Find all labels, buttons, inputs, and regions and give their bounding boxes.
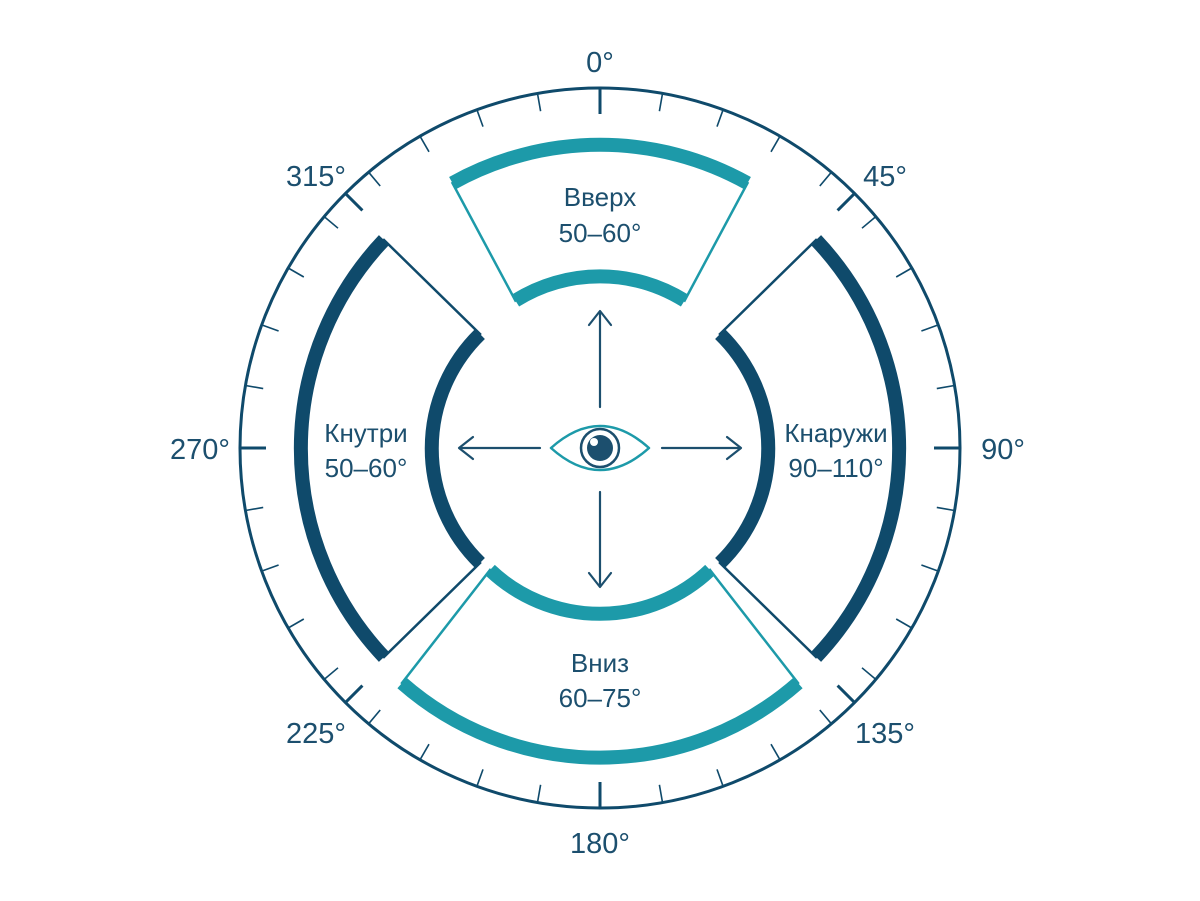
sector-in-outer-arc bbox=[293, 235, 390, 662]
degree-label-180: 180° bbox=[570, 828, 630, 860]
sector-up-range: 50–60° bbox=[559, 218, 642, 248]
dial-tick bbox=[536, 93, 542, 112]
degree-label-90: 90° bbox=[981, 434, 1025, 466]
sector-out-name: Кнаружи bbox=[784, 418, 887, 448]
sector-out-range: 90–110° bbox=[788, 453, 883, 483]
dial-tick-diagonal bbox=[344, 684, 364, 704]
dial-tick bbox=[287, 267, 305, 278]
dial-tick bbox=[895, 267, 913, 278]
dial-tick bbox=[261, 564, 279, 572]
dial-tick bbox=[895, 618, 913, 629]
dial-tick bbox=[287, 618, 305, 629]
arrow-down-icon bbox=[587, 490, 613, 589]
dial-tick bbox=[323, 667, 339, 681]
dial-tick-diagonal bbox=[344, 192, 364, 212]
dial-tick bbox=[861, 667, 877, 681]
dial-tick bbox=[716, 769, 724, 787]
dial-tick-diagonal bbox=[836, 684, 856, 704]
dial-tick bbox=[476, 109, 484, 127]
sector-out-outer-arc bbox=[810, 235, 907, 662]
dial-tick bbox=[936, 506, 955, 512]
degree-label-0: 0° bbox=[586, 47, 614, 79]
degree-label-135: 135° bbox=[855, 718, 915, 750]
sector-in-inner-arc bbox=[424, 328, 485, 569]
sector-down-range: 60–75° bbox=[559, 683, 642, 713]
dial-tick bbox=[245, 506, 264, 512]
degree-label-270: 270° bbox=[170, 434, 230, 466]
dial-tick bbox=[367, 171, 381, 187]
sector-down-outer-arc bbox=[397, 677, 803, 765]
dial-tick bbox=[476, 769, 484, 787]
dial-tick bbox=[658, 93, 664, 112]
sector-in: Кнутри 50–60° bbox=[293, 235, 485, 662]
dial-ticks bbox=[240, 88, 960, 808]
sector-out: Кнаружи 90–110° bbox=[715, 235, 907, 662]
sector-up-inner-arc bbox=[511, 269, 689, 307]
dial-tick bbox=[936, 384, 955, 390]
dial-tick bbox=[770, 743, 781, 761]
sector-out-inner-arc bbox=[715, 328, 776, 569]
sector-in-name: Кнутри bbox=[324, 418, 407, 448]
dial-tick bbox=[921, 564, 939, 572]
dial-tick bbox=[323, 215, 339, 229]
sector-in-range: 50–60° bbox=[325, 453, 408, 483]
arrow-left-icon bbox=[457, 435, 542, 461]
dial-tick bbox=[819, 171, 833, 187]
degree-label-315: 315° bbox=[286, 161, 346, 193]
sector-up: Вверх 50–60° bbox=[449, 137, 751, 307]
sector-up-name: Вверх bbox=[564, 182, 637, 212]
dial-tick bbox=[245, 384, 264, 390]
dial-tick bbox=[716, 109, 724, 127]
dial-tick bbox=[861, 215, 877, 229]
dial-tick bbox=[536, 784, 542, 803]
sector-down-inner-arc bbox=[485, 564, 715, 621]
dial-tick bbox=[658, 784, 664, 803]
arrow-right-icon bbox=[660, 435, 743, 461]
dial-tick bbox=[419, 135, 430, 153]
dial-tick bbox=[770, 135, 781, 153]
dial-tick-diagonal bbox=[836, 192, 856, 212]
degree-label-225: 225° bbox=[286, 718, 346, 750]
dial-tick bbox=[261, 324, 279, 332]
sector-down: Вниз 60–75° bbox=[397, 564, 803, 765]
dial-tick bbox=[367, 709, 381, 725]
eye-icon bbox=[549, 424, 651, 472]
dial-tick bbox=[819, 709, 833, 725]
sector-down-name: Вниз bbox=[571, 648, 629, 678]
degree-label-45: 45° bbox=[863, 161, 907, 193]
sector-up-outer-arc bbox=[449, 137, 751, 190]
dial-tick bbox=[921, 324, 939, 332]
dial-tick bbox=[419, 743, 430, 761]
arrow-up-icon bbox=[587, 309, 613, 409]
